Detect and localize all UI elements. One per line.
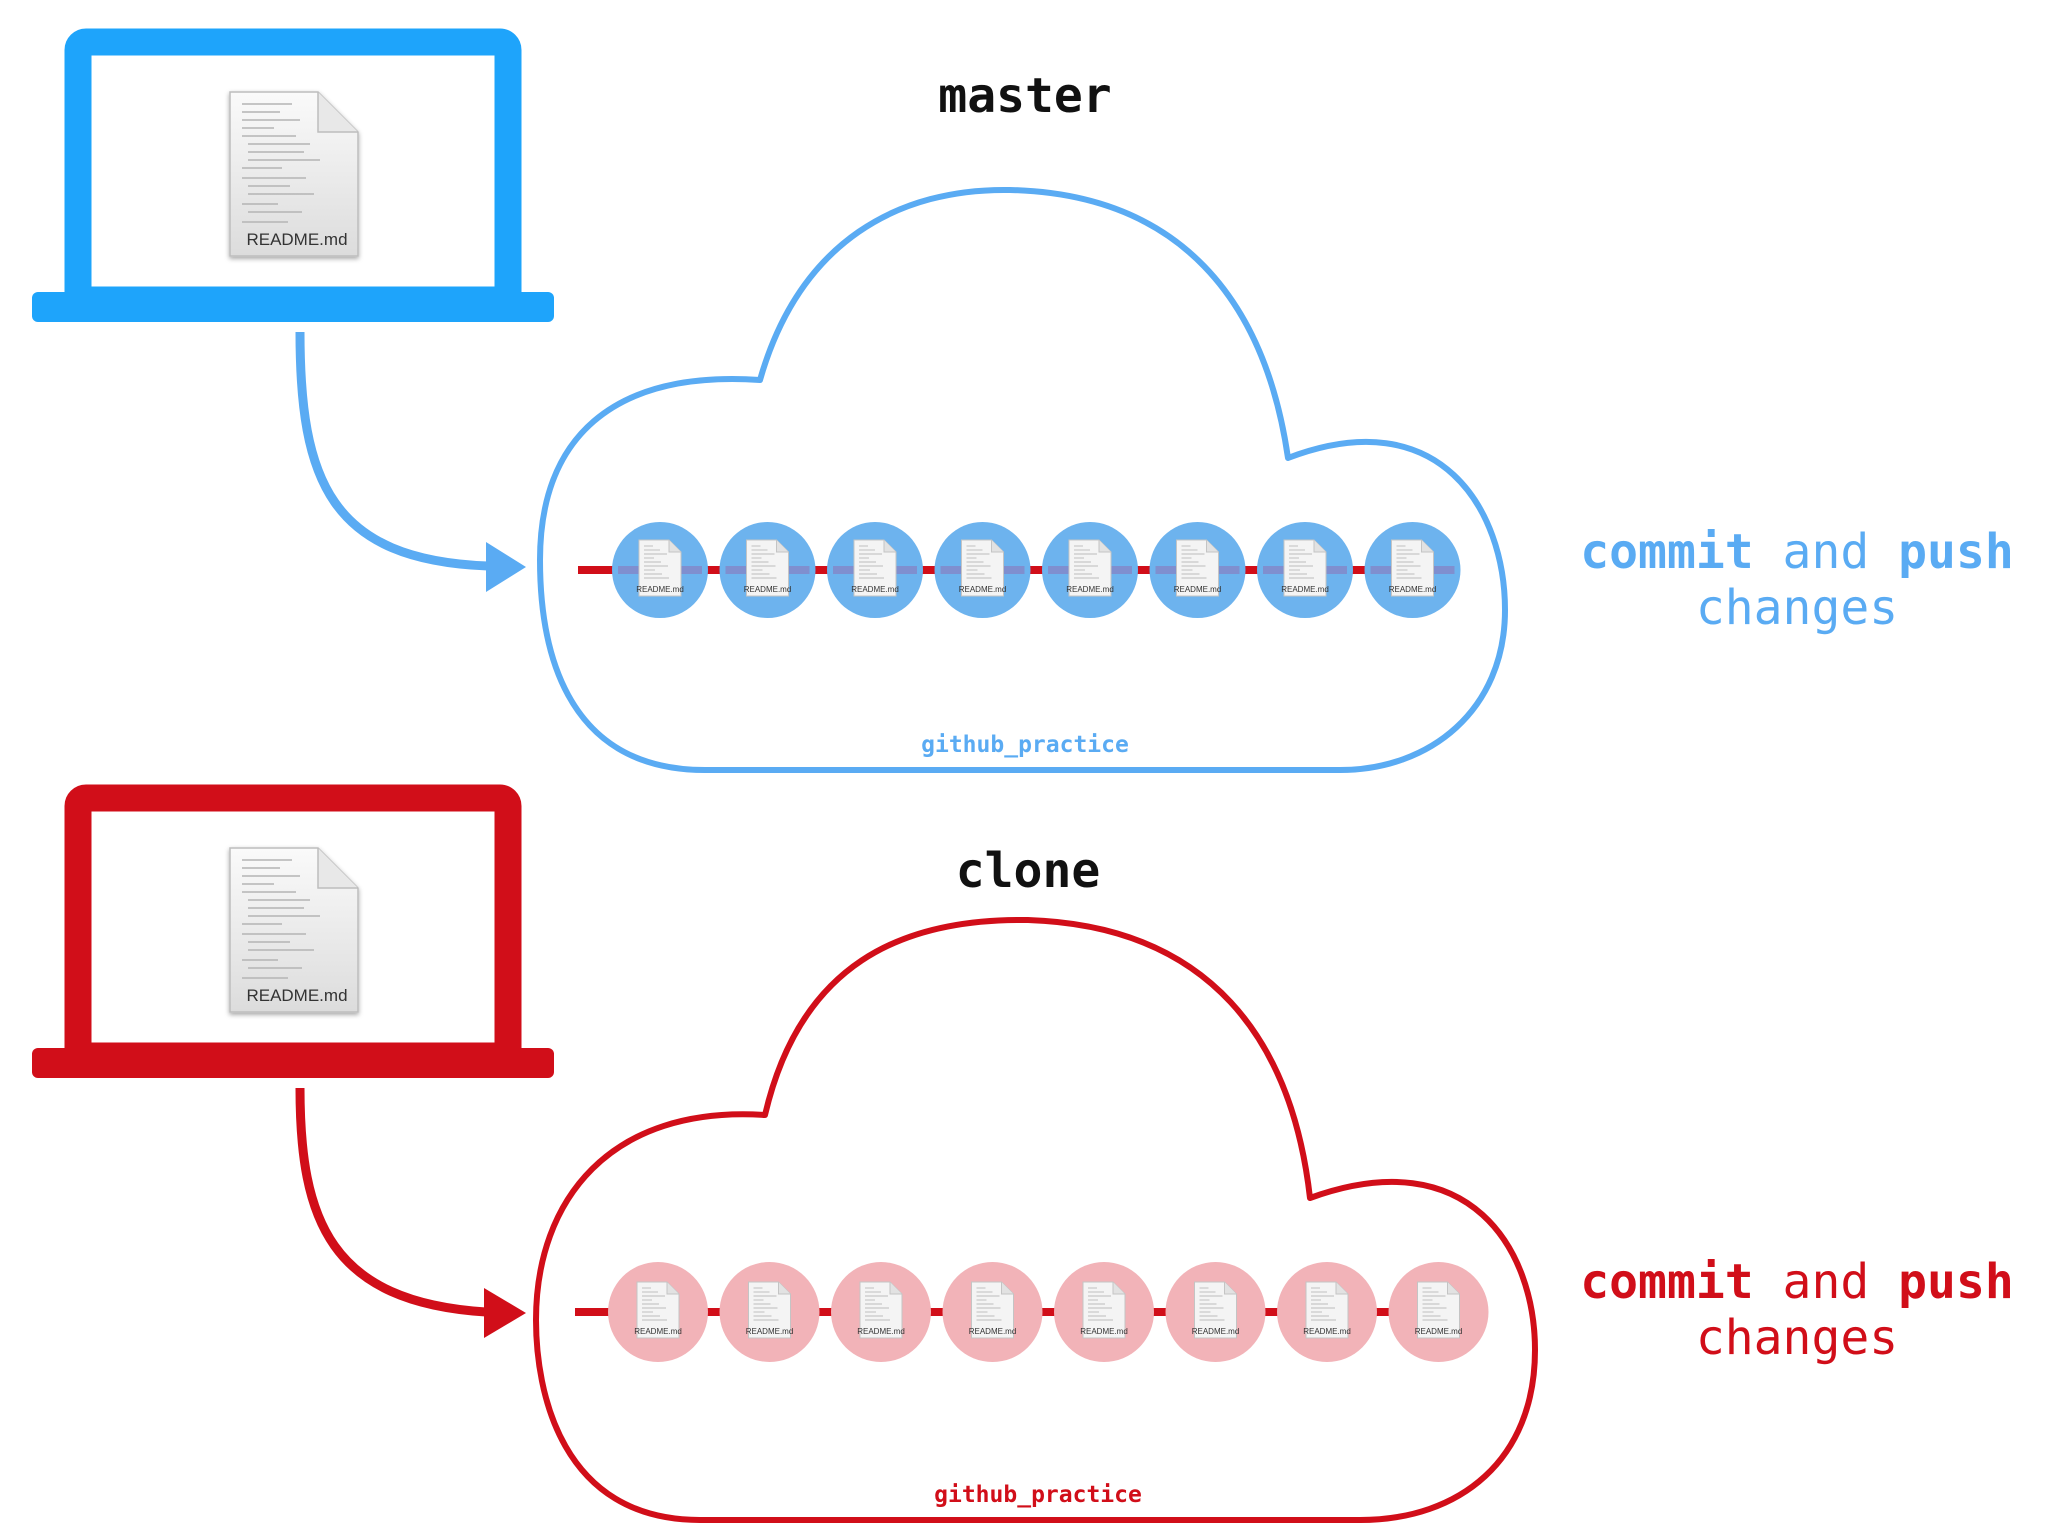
master-commit-node: README.md (1149, 522, 1246, 618)
document-file-icon (638, 539, 682, 597)
clone-cloud-icon (533, 916, 1538, 1523)
master-title: master (938, 68, 1111, 124)
clone-commit-file-label: README.md (1303, 1327, 1351, 1336)
master-commit-node: README.md (827, 522, 923, 618)
master-action-commit: commit (1580, 524, 1753, 580)
clone-action-changes: changes (1696, 1310, 1898, 1366)
master-commit-node: README.md (1257, 522, 1353, 618)
clone-repo-name: github_practice (934, 1482, 1142, 1508)
document-file-icon (746, 539, 789, 597)
clone-action-text: commit and push (1580, 1254, 2014, 1310)
master-cloud-icon (537, 186, 1508, 773)
document-file-icon (961, 539, 1004, 597)
clone-local-file: README.md (229, 847, 359, 1013)
clone-title: clone (956, 843, 1101, 899)
master-commit-list: README.md README.md README.md README.md READ… (612, 522, 1461, 618)
document-file-icon (1283, 539, 1327, 597)
clone-commit-node: README.md (719, 1262, 820, 1362)
clone-commit-list: README.md README.md README.md README.md READ… (608, 1262, 1489, 1362)
clone-commit-file-label: README.md (1080, 1327, 1128, 1336)
master-commit-node: README.md (1042, 522, 1138, 618)
clone-commit-node: README.md (608, 1262, 708, 1362)
clone-action-commit: commit (1580, 1254, 1753, 1310)
master-commit-file-label: README.md (1389, 585, 1437, 594)
clone-laptop-base (32, 1048, 554, 1078)
document-file-icon (853, 539, 897, 597)
master-commit-file-label: README.md (851, 585, 899, 594)
master-commit-file-label: README.md (1174, 585, 1222, 594)
clone-curved-arrow-icon (295, 1087, 526, 1338)
master-local-file-label: README.md (246, 230, 347, 249)
clone-commit-file-label: README.md (969, 1327, 1017, 1336)
master-commit-node: README.md (719, 522, 816, 618)
clone-commit-file-label: README.md (634, 1327, 682, 1336)
clone-action-push: push (1898, 1254, 2014, 1310)
clone-commit-node: README.md (1054, 1262, 1154, 1362)
clone-commit-node: README.md (831, 1262, 931, 1362)
master-action-text: commit and push (1580, 524, 2014, 580)
clone-laptop-icon (32, 784, 554, 1078)
document-file-icon (1305, 1281, 1349, 1339)
document-file-icon (1194, 1281, 1237, 1339)
document-file-icon (229, 91, 359, 257)
master-commit-file-label: README.md (1066, 585, 1114, 594)
master-repo-name: github_practice (921, 732, 1129, 758)
document-file-icon (1082, 1281, 1126, 1339)
clone-commit-node: README.md (1388, 1262, 1489, 1362)
master-action-push: push (1898, 524, 2014, 580)
clone-commit-file-label: README.md (1415, 1327, 1463, 1336)
document-file-icon (636, 1281, 680, 1339)
master-curved-arrow-icon (295, 331, 526, 592)
master-commit-node: README.md (612, 522, 708, 618)
clone-local-file-label: README.md (246, 986, 347, 1005)
document-file-icon (229, 847, 359, 1013)
master-commit-node: README.md (1364, 522, 1461, 618)
master-commit-file-label: README.md (636, 585, 684, 594)
master-laptop-icon (32, 28, 554, 322)
clone-action-and: and (1783, 1254, 1870, 1310)
master-commit-file-label: README.md (959, 585, 1007, 594)
document-file-icon (1391, 539, 1434, 597)
document-file-icon (971, 1281, 1014, 1339)
document-file-icon (1068, 539, 1112, 597)
document-file-icon (1417, 1281, 1460, 1339)
master-local-file: README.md (229, 91, 359, 257)
master-action-and: and (1783, 524, 1870, 580)
clone-commit-file-label: README.md (1192, 1327, 1240, 1336)
master-commit-file-label: README.md (1281, 585, 1329, 594)
master-commit-file-label: README.md (744, 585, 792, 594)
document-file-icon (859, 1281, 903, 1339)
clone-commit-node: README.md (1165, 1262, 1266, 1362)
clone-commit-node: README.md (942, 1262, 1043, 1362)
clone-commit-file-label: README.md (746, 1327, 794, 1336)
clone-commit-file-label: README.md (857, 1327, 905, 1336)
master-commit-node: README.md (934, 522, 1031, 618)
document-file-icon (1176, 539, 1219, 597)
master-laptop-base (32, 292, 554, 322)
clone-commit-node: README.md (1277, 1262, 1377, 1362)
document-file-icon (748, 1281, 791, 1339)
master-action-changes: changes (1696, 580, 1898, 636)
